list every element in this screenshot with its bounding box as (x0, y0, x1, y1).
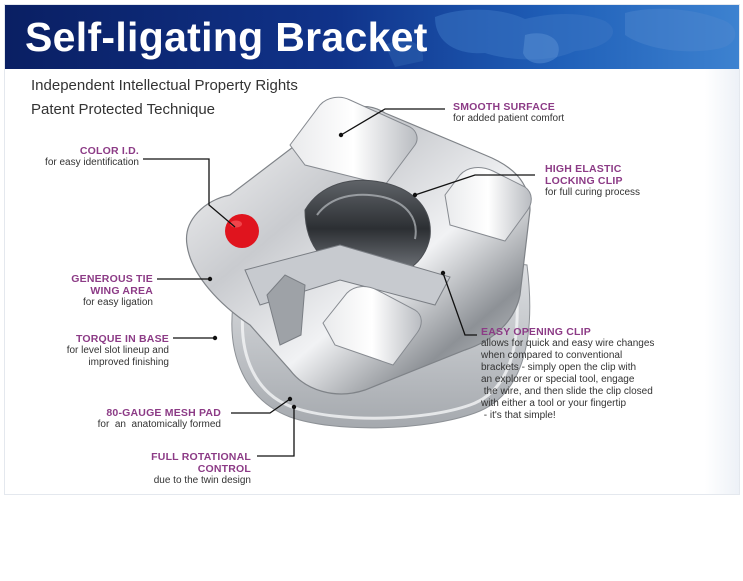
callout-title: CONTROL (197, 463, 251, 475)
top-tie-wing (289, 96, 418, 186)
callout-desc: for full curing process (545, 187, 641, 198)
leader-easy-opening (442, 272, 477, 336)
callout-easy-opening: EASY OPENING CLIP allows for quick and e… (481, 326, 654, 422)
callout-rotational: FULL ROTATIONAL CONTROL due to the twin … (105, 451, 251, 487)
callout-high-elastic: HIGH ELASTIC LOCKING CLIP for full curin… (545, 163, 640, 199)
callout-smooth-surface: SMOOTH SURFACE for added patient comfort (453, 101, 564, 125)
callout-desc: when compared to conventional (481, 350, 623, 361)
bracket-illustration (143, 96, 535, 457)
callout-desc: due to the twin design (153, 475, 251, 486)
front-tie-wing (322, 286, 422, 366)
callout-title: EASY OPENING CLIP (481, 326, 591, 338)
callout-color-id: COLOR I.D. for easy identification (15, 145, 139, 169)
subtitle-patent: Patent Protected Technique (31, 101, 216, 118)
callout-desc: an explorer or special tool, engage (481, 374, 635, 385)
callout-title: COLOR I.D. (79, 145, 139, 157)
callout-torque-base: TORQUE IN BASE for level slot lineup and… (25, 333, 169, 369)
leader-rotational (257, 407, 295, 457)
callout-title: WING AREA (90, 285, 153, 297)
callout-title: GENEROUS TIE (71, 273, 153, 285)
page-title: Self-ligating Bracket (25, 14, 428, 60)
callout-desc: for easy identification (45, 157, 139, 168)
callout-title: LOCKING CLIP (545, 175, 623, 187)
callout-desc: for easy ligation (82, 297, 153, 308)
callout-desc: allows for quick and easy wire changes (481, 338, 655, 349)
callout-desc: for added patient comfort (453, 113, 565, 124)
callout-desc: for an anatomically formed (97, 419, 221, 430)
callout-desc: - it's that simple! (481, 410, 556, 421)
callout-desc: brackets - simply open the clip with (481, 362, 637, 373)
subtitle-ip-rights: Independent Intellectual Property Rights (31, 77, 298, 94)
slide: Self-ligating Bracket Independent Intell… (4, 4, 740, 495)
header-banner: Self-ligating Bracket (5, 5, 739, 69)
leader-mesh-pad (231, 398, 291, 414)
callout-title: HIGH ELASTIC (545, 163, 622, 175)
callout-title: FULL ROTATIONAL (151, 451, 251, 463)
callout-desc: with either a tool or your fingertip (481, 398, 627, 409)
callout-desc: improved finishing (88, 357, 169, 368)
side-gradient-strip (705, 69, 739, 494)
callout-desc: for level slot lineup and (66, 345, 169, 356)
callout-mesh-pad: 80-GAUGE MESH PAD for an anatomically fo… (25, 407, 221, 431)
right-tie-wing (444, 167, 532, 242)
callout-title: TORQUE IN BASE (75, 333, 169, 345)
callout-desc: the wire, and then slide the clip closed (481, 386, 653, 397)
world-map-decoration (385, 8, 736, 67)
callout-title: SMOOTH SURFACE (453, 101, 555, 113)
callout-title: 80-GAUGE MESH PAD (106, 407, 221, 419)
color-id-dot (225, 214, 259, 248)
leader-color-id (143, 158, 236, 228)
leader-smooth-surface (340, 108, 445, 136)
callout-tie-wing: GENEROUS TIE WING AREA for easy ligation (25, 273, 153, 309)
leader-high-elastic (414, 174, 535, 196)
